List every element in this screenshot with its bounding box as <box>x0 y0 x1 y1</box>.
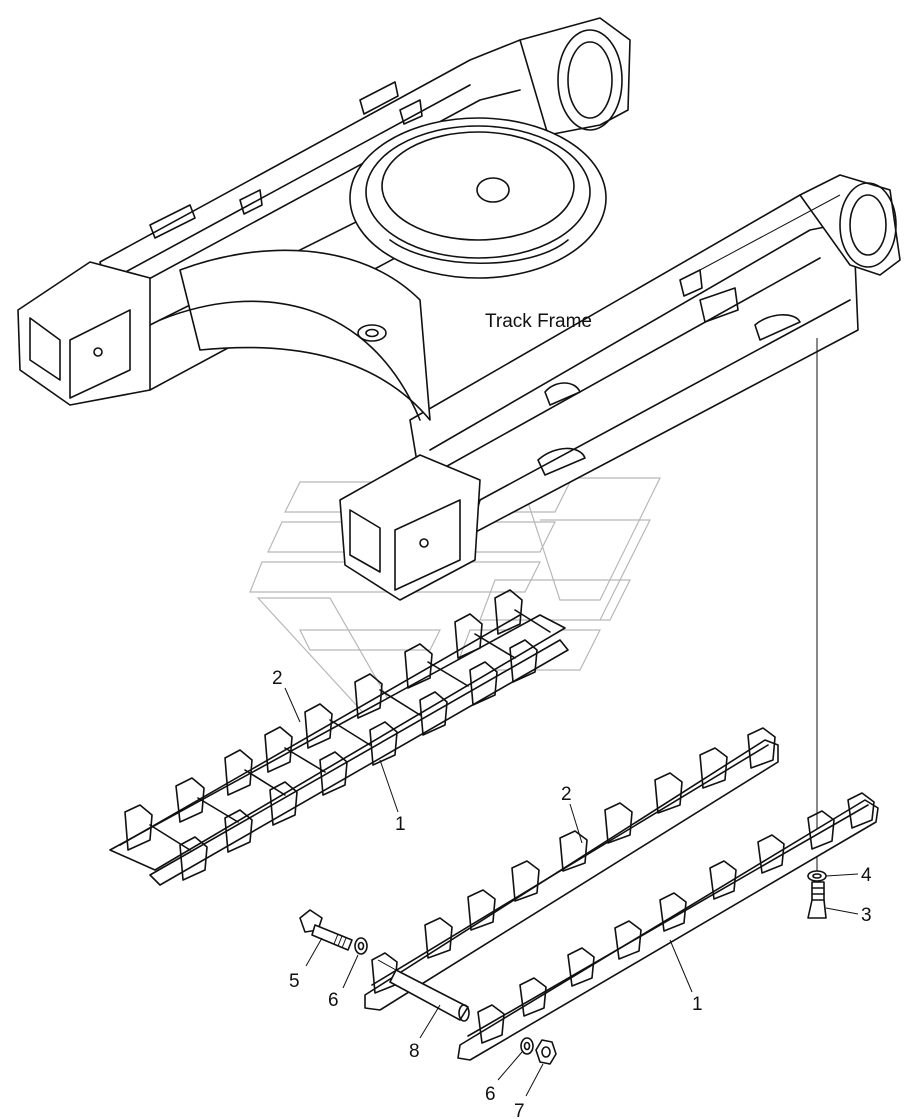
callout-2-upper: 2 <box>272 668 283 689</box>
callout-6-upper: 6 <box>328 990 339 1011</box>
callout-5: 5 <box>289 971 300 992</box>
callout-8: 8 <box>409 1041 420 1062</box>
callout-3: 3 <box>861 905 872 926</box>
washer-4 <box>807 870 827 882</box>
callout-1-upper: 1 <box>395 814 406 835</box>
track-frame <box>17 17 901 601</box>
rail-guard-inner <box>364 727 779 1011</box>
callout-7: 7 <box>514 1101 525 1119</box>
diagram-title: Track Frame <box>485 311 592 332</box>
callout-2-lower: 2 <box>561 784 572 805</box>
rail-guard-outer <box>457 792 879 1061</box>
spacer-8 <box>377 959 470 1022</box>
nut-7 <box>535 1039 557 1065</box>
bolt-5 <box>299 909 353 951</box>
washer-6b <box>520 1037 534 1055</box>
leader-lines <box>284 687 859 1097</box>
callout-1-lower: 1 <box>692 994 703 1015</box>
upper-rail-guard <box>109 589 569 886</box>
callout-4: 4 <box>861 865 872 886</box>
bolt-3 <box>807 881 827 919</box>
washer-6a <box>354 937 368 955</box>
callout-6-lower: 6 <box>485 1084 496 1105</box>
